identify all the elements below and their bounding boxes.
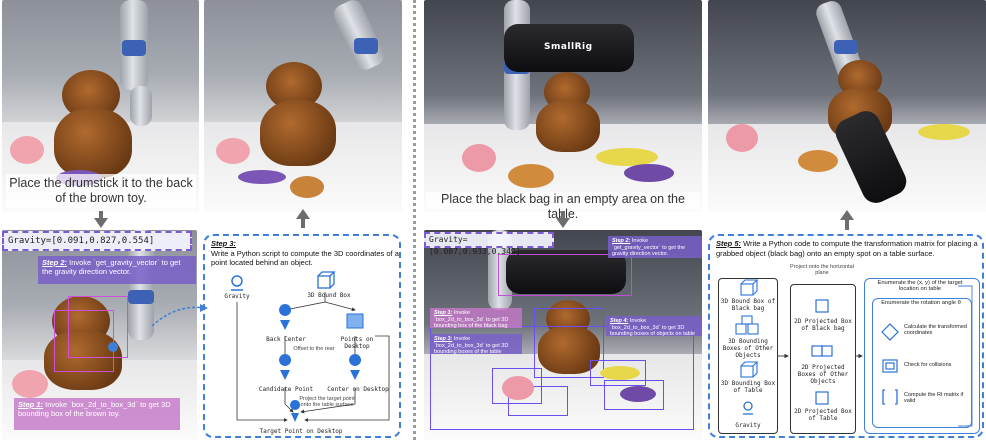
scene2-caption: Place the black bag in an empty area on …	[426, 192, 700, 221]
toy-3d-bounding-box	[54, 310, 114, 372]
scene2-step3-label: Step 3: Invoke `box_2d_to_box_3d` to get…	[430, 334, 522, 355]
scene2-step5-panel: Step 5: Write a Python code to compute t…	[708, 234, 984, 438]
object-3d-box	[508, 386, 568, 416]
node-gravity: Gravity	[224, 293, 250, 300]
check-collisions-step: Check for collisions	[904, 362, 952, 368]
step3-title: Step 3:	[434, 336, 453, 342]
projection-column	[790, 284, 856, 434]
input-table-box: 3D Bounding Box of Table	[720, 380, 776, 394]
node-back-center: Back Center	[266, 336, 306, 343]
scene2-step1-label: Step 1: Invoke `box_2d_to_box_3d` to get…	[430, 308, 522, 329]
transform-icon	[881, 323, 899, 341]
scene1-step3-panel: Step 3: Write a Python script to compute…	[203, 234, 401, 438]
enumerate-xy-box	[864, 278, 980, 434]
scene1-flow-diagram	[231, 271, 390, 422]
scene1-connector	[151, 304, 208, 327]
square-icon	[811, 299, 833, 405]
node-center-on-desktop: Center on Desktop	[327, 386, 389, 393]
input-black-bag-box: 3D Bound Box of Black bag	[720, 298, 776, 312]
table-3d-box	[430, 326, 694, 430]
step1-text: Invoke `box_2d_to_box_3d` to get 3D boun…	[434, 310, 509, 329]
inputs-column	[718, 278, 778, 434]
scene1-caption: Place the drumstick it to the back of th…	[6, 174, 196, 208]
input-gravity: Gravity	[735, 422, 761, 429]
step2-text: Invoke `get_gravity_vector` to get the g…	[42, 258, 181, 276]
scene-divider	[413, 0, 416, 440]
step1-title: Step 1:	[18, 400, 44, 409]
offset-note: Offset to the rear	[293, 346, 335, 352]
step5-text: Write a Python code to compute the trans…	[716, 239, 978, 258]
step4-text: Invoke `box_2d_to_box_3d` to get 3D boun…	[610, 318, 696, 337]
location-pin-icon	[290, 400, 301, 422]
compute-rt-step: Compute the Rt matrix if valid	[904, 392, 964, 404]
object-3d-box	[604, 380, 664, 410]
gravity-icon	[743, 401, 753, 415]
bag-brand: SmallRig	[544, 42, 593, 52]
up-arrow-icon	[296, 209, 310, 219]
location-pin-icon	[349, 354, 362, 380]
project-note: Project the target point onto the table …	[299, 396, 355, 408]
object-3d-box	[534, 308, 604, 378]
projected-black-bag: 2D Projected Box of Black bag	[794, 318, 852, 332]
scene2-before-photo: SmallRig	[424, 0, 702, 212]
scene2-step4-label: Step 4: Invoke `box_2d_to_box_3d` to get…	[606, 316, 702, 337]
scene2-flow-icons	[735, 279, 973, 427]
projected-table: 2D Projected Box of Table	[794, 408, 852, 422]
project-note: Project onto the horizontal plane	[790, 264, 854, 276]
scene2-step2-label: Step 2: Invoke `get_gravity_vector` to g…	[608, 236, 702, 258]
cube-icon	[317, 271, 336, 289]
enumerate-rotation-box	[872, 298, 972, 428]
step4-title: Step 4:	[610, 318, 629, 324]
scene1-gravity-readout: Gravity=[0.091,0.827,0.554]	[2, 231, 192, 251]
calc-coordinates-step: Calculate the transformed coordinates	[904, 324, 967, 336]
step2-title: Step 2:	[42, 258, 68, 267]
step2-title: Step 2:	[612, 238, 631, 244]
location-pin-icon	[279, 354, 292, 380]
node-bound-box: 3D Bound Box	[307, 292, 351, 299]
scene1-step2-label: Step 2: Invoke `get_gravity_vector` to g…	[38, 256, 196, 284]
node-target-point: Target Point on Desktop	[259, 428, 343, 435]
scene2-after-photo	[708, 0, 986, 212]
projected-other-objects: 2D Projected Boxes of Other Objects	[797, 364, 849, 385]
node-candidate-point: Candidate Point	[258, 386, 314, 393]
bag-3d-box	[498, 254, 632, 296]
node-points-on-desktop: Points on Desktop	[340, 336, 374, 350]
cube-icon	[735, 279, 759, 378]
scene1-step1-label: Step 1: Invoke `box_2d_to_box_3d` to get…	[14, 398, 180, 430]
step5-title: Step 5:	[716, 239, 742, 248]
step3-text: Invoke `box_2d_to_box_3d` to get 3D boun…	[434, 336, 509, 355]
gravity-value: Gravity=[0.087,0.933,0.349]	[429, 235, 521, 256]
scene1-after-photo	[204, 0, 402, 212]
gravity-icon	[231, 275, 243, 291]
step2-text: Invoke `get_gravity_vector` to get the g…	[612, 238, 686, 257]
input-other-objects-boxes: 3D Bounding Boxes of Other Objects	[722, 338, 774, 359]
enumerate-rotation-label: Enumerate the rotation angle θ	[881, 300, 961, 306]
collision-icon	[882, 359, 898, 373]
down-arrow-icon	[94, 218, 108, 228]
scene2-gravity-readout: Gravity=[0.087,0.933,0.349]	[424, 232, 554, 256]
up-arrow-icon	[840, 210, 854, 220]
step1-text: Invoke `box_2d_to_box_3d` to get 3D boun…	[18, 400, 171, 418]
location-pin-icon	[279, 304, 292, 330]
gravity-value: Gravity=[0.091,0.827,0.554]	[8, 236, 155, 246]
enumerate-xy-label: Enumerate the (x, y) of the target locat…	[877, 280, 963, 292]
down-arrow-icon	[556, 218, 570, 228]
object-3d-box	[590, 360, 646, 386]
matrix-icon	[882, 389, 898, 405]
step3-text: Write a Python script to compute the 3D …	[211, 248, 399, 268]
step1-title: Step 1:	[434, 310, 453, 316]
step3-title: Step 3:	[211, 239, 237, 248]
point-cloud-icon	[346, 313, 364, 329]
